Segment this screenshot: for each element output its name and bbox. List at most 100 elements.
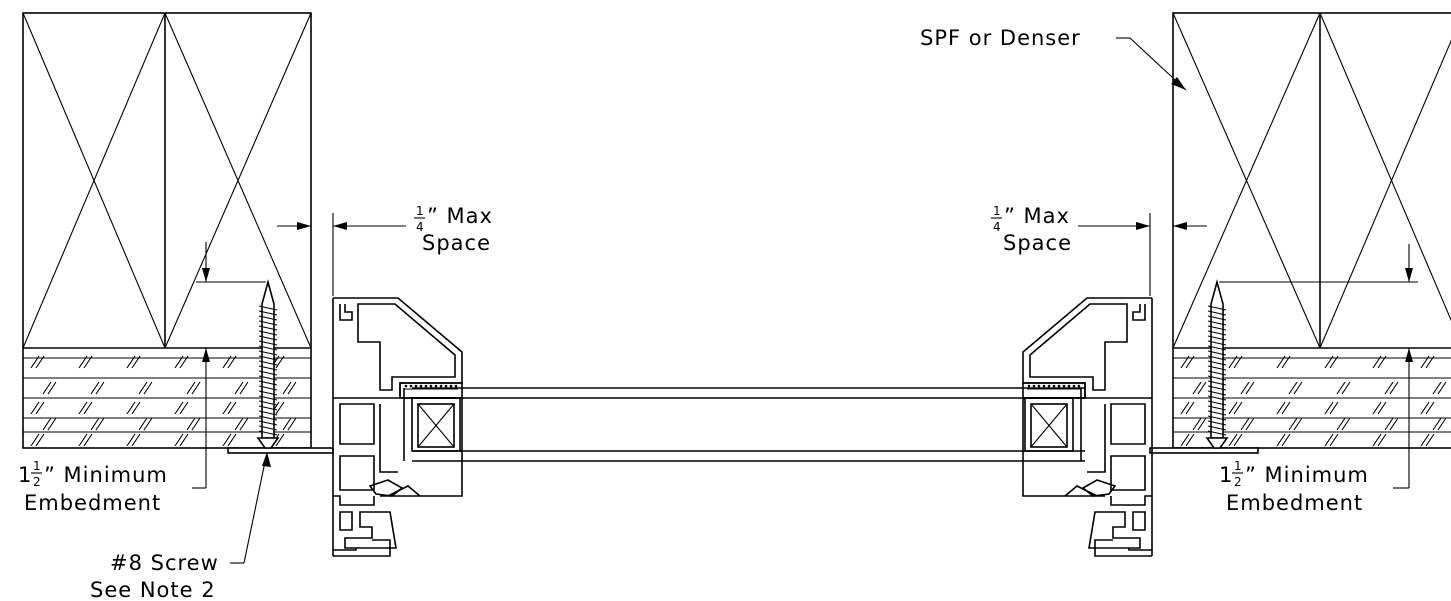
right-embedment-label: 1 1 2 ” Minimum Embedment — [1219, 459, 1369, 515]
right-embed-line2: Embedment — [1226, 491, 1363, 515]
left-gap-dimension — [277, 213, 406, 296]
gasket-bead — [1047, 384, 1051, 388]
screw-thread — [258, 370, 278, 376]
gasket-bead — [404, 384, 408, 388]
plywood-grain-mark — [1420, 401, 1430, 415]
plywood-grain-mark — [1389, 417, 1399, 431]
insulated-glass-unit — [403, 387, 1085, 462]
left-embed-frac-den: 2 — [33, 475, 41, 489]
plywood-grain-mark — [287, 381, 297, 395]
left-embed-line1: ” Minimum — [44, 463, 168, 487]
screw-thread — [258, 405, 278, 411]
plywood-grain-mark — [30, 355, 40, 369]
screw-thread — [258, 410, 278, 416]
screw-thread — [258, 340, 278, 346]
gasket-bead — [1057, 384, 1061, 388]
gasket-bead — [1062, 384, 1066, 388]
gasket-bead — [444, 384, 448, 388]
right-nailing-flange — [1149, 447, 1259, 454]
plywood-grain-mark — [1185, 433, 1195, 447]
plywood-grain-mark — [78, 433, 88, 447]
screw-thread — [1207, 420, 1227, 426]
gasket-bead — [454, 384, 458, 388]
plywood-grain-mark — [1180, 355, 1190, 369]
left-space-label: 1 4 ” Max Space — [414, 204, 492, 255]
plywood-grain-mark — [1377, 355, 1387, 369]
plywood-grain-mark — [1425, 355, 1435, 369]
gasket-bead — [429, 384, 433, 388]
plywood-grain-mark — [1293, 381, 1303, 395]
plywood-grain-mark — [1240, 417, 1250, 431]
gasket-bead — [1032, 384, 1036, 388]
screw-thread — [1207, 370, 1227, 376]
right-screw-threads — [1207, 305, 1227, 436]
plywood-grain-mark — [1192, 417, 1202, 431]
screw-thread — [258, 305, 278, 311]
plywood-grain-mark — [1197, 381, 1207, 395]
screw-thread — [258, 400, 278, 406]
gasket-bead — [1027, 384, 1031, 388]
screw-thread — [1207, 320, 1227, 326]
screw-thread — [258, 315, 278, 321]
screw-thread — [1207, 430, 1227, 436]
plywood-grain-mark — [35, 433, 45, 447]
left-space-frac-den: 4 — [416, 220, 424, 234]
screw-thread — [1207, 400, 1227, 406]
plywood-grain-mark — [126, 355, 136, 369]
plywood-grain-mark — [30, 401, 40, 415]
plywood-grain-mark — [30, 433, 40, 447]
plywood-grain-mark — [1324, 355, 1334, 369]
right-space-frac-den: 4 — [993, 220, 1001, 234]
screw-thread — [1207, 335, 1227, 341]
plywood-grain-mark — [42, 381, 52, 395]
left-screw-threads — [258, 305, 278, 436]
right-frame-profile — [1022, 297, 1153, 557]
plywood-grain-mark — [227, 401, 237, 415]
plywood-grain-mark — [1233, 355, 1243, 369]
screw-thread — [258, 430, 278, 436]
right-embed-whole: 1 — [1219, 463, 1233, 487]
plywood-grain-mark — [1228, 433, 1238, 447]
screw-thread — [258, 425, 278, 431]
right-embed-line1: ” Minimum — [1245, 463, 1369, 487]
screw-thread — [1207, 325, 1227, 331]
gasket-bead — [1052, 384, 1056, 388]
gasket-bead — [1072, 384, 1076, 388]
plywood-grain-mark — [1329, 433, 1339, 447]
plywood-grain-mark — [1324, 401, 1334, 415]
plywood-grain-mark — [1329, 401, 1339, 415]
left-embed-line2: Embedment — [24, 491, 161, 515]
screw-thread — [1207, 365, 1227, 371]
screw-thread — [258, 355, 278, 361]
screw-thread — [1207, 405, 1227, 411]
screw-thread — [1207, 330, 1227, 336]
gasket-bead — [1037, 384, 1041, 388]
plywood-grain-mark — [131, 401, 141, 415]
plywood-grain-mark — [1281, 401, 1291, 415]
plywood-grain-mark — [1425, 433, 1435, 447]
plywood-grain-mark — [1425, 401, 1435, 415]
screw-thread — [1207, 425, 1227, 431]
plywood-grain-mark — [282, 417, 292, 431]
screw-thread — [1207, 355, 1227, 361]
plywood-grain-mark — [1336, 417, 1346, 431]
plywood-grain-mark — [1180, 401, 1190, 415]
screw-thread — [258, 330, 278, 336]
plywood-grain-mark — [1324, 433, 1334, 447]
plywood-grain-mark — [138, 417, 148, 431]
screw-thread — [1207, 380, 1227, 386]
right-space-label: 1 4 ” Max Space — [991, 204, 1071, 255]
right-plywood-hatch — [1180, 355, 1447, 447]
screw-thread — [258, 380, 278, 386]
gasket-bead — [424, 384, 428, 388]
right-space-frac-num: 1 — [993, 204, 1001, 218]
left-frame-profile — [332, 297, 463, 557]
plywood-grain-mark — [1377, 433, 1387, 447]
plywood-grain-mark — [1245, 381, 1255, 395]
plywood-grain-mark — [1372, 401, 1382, 415]
left-space-line2: Space — [422, 231, 491, 255]
plywood-grain-mark — [1377, 401, 1387, 415]
plywood-grain-mark — [83, 401, 93, 415]
gasket-bead — [409, 384, 413, 388]
